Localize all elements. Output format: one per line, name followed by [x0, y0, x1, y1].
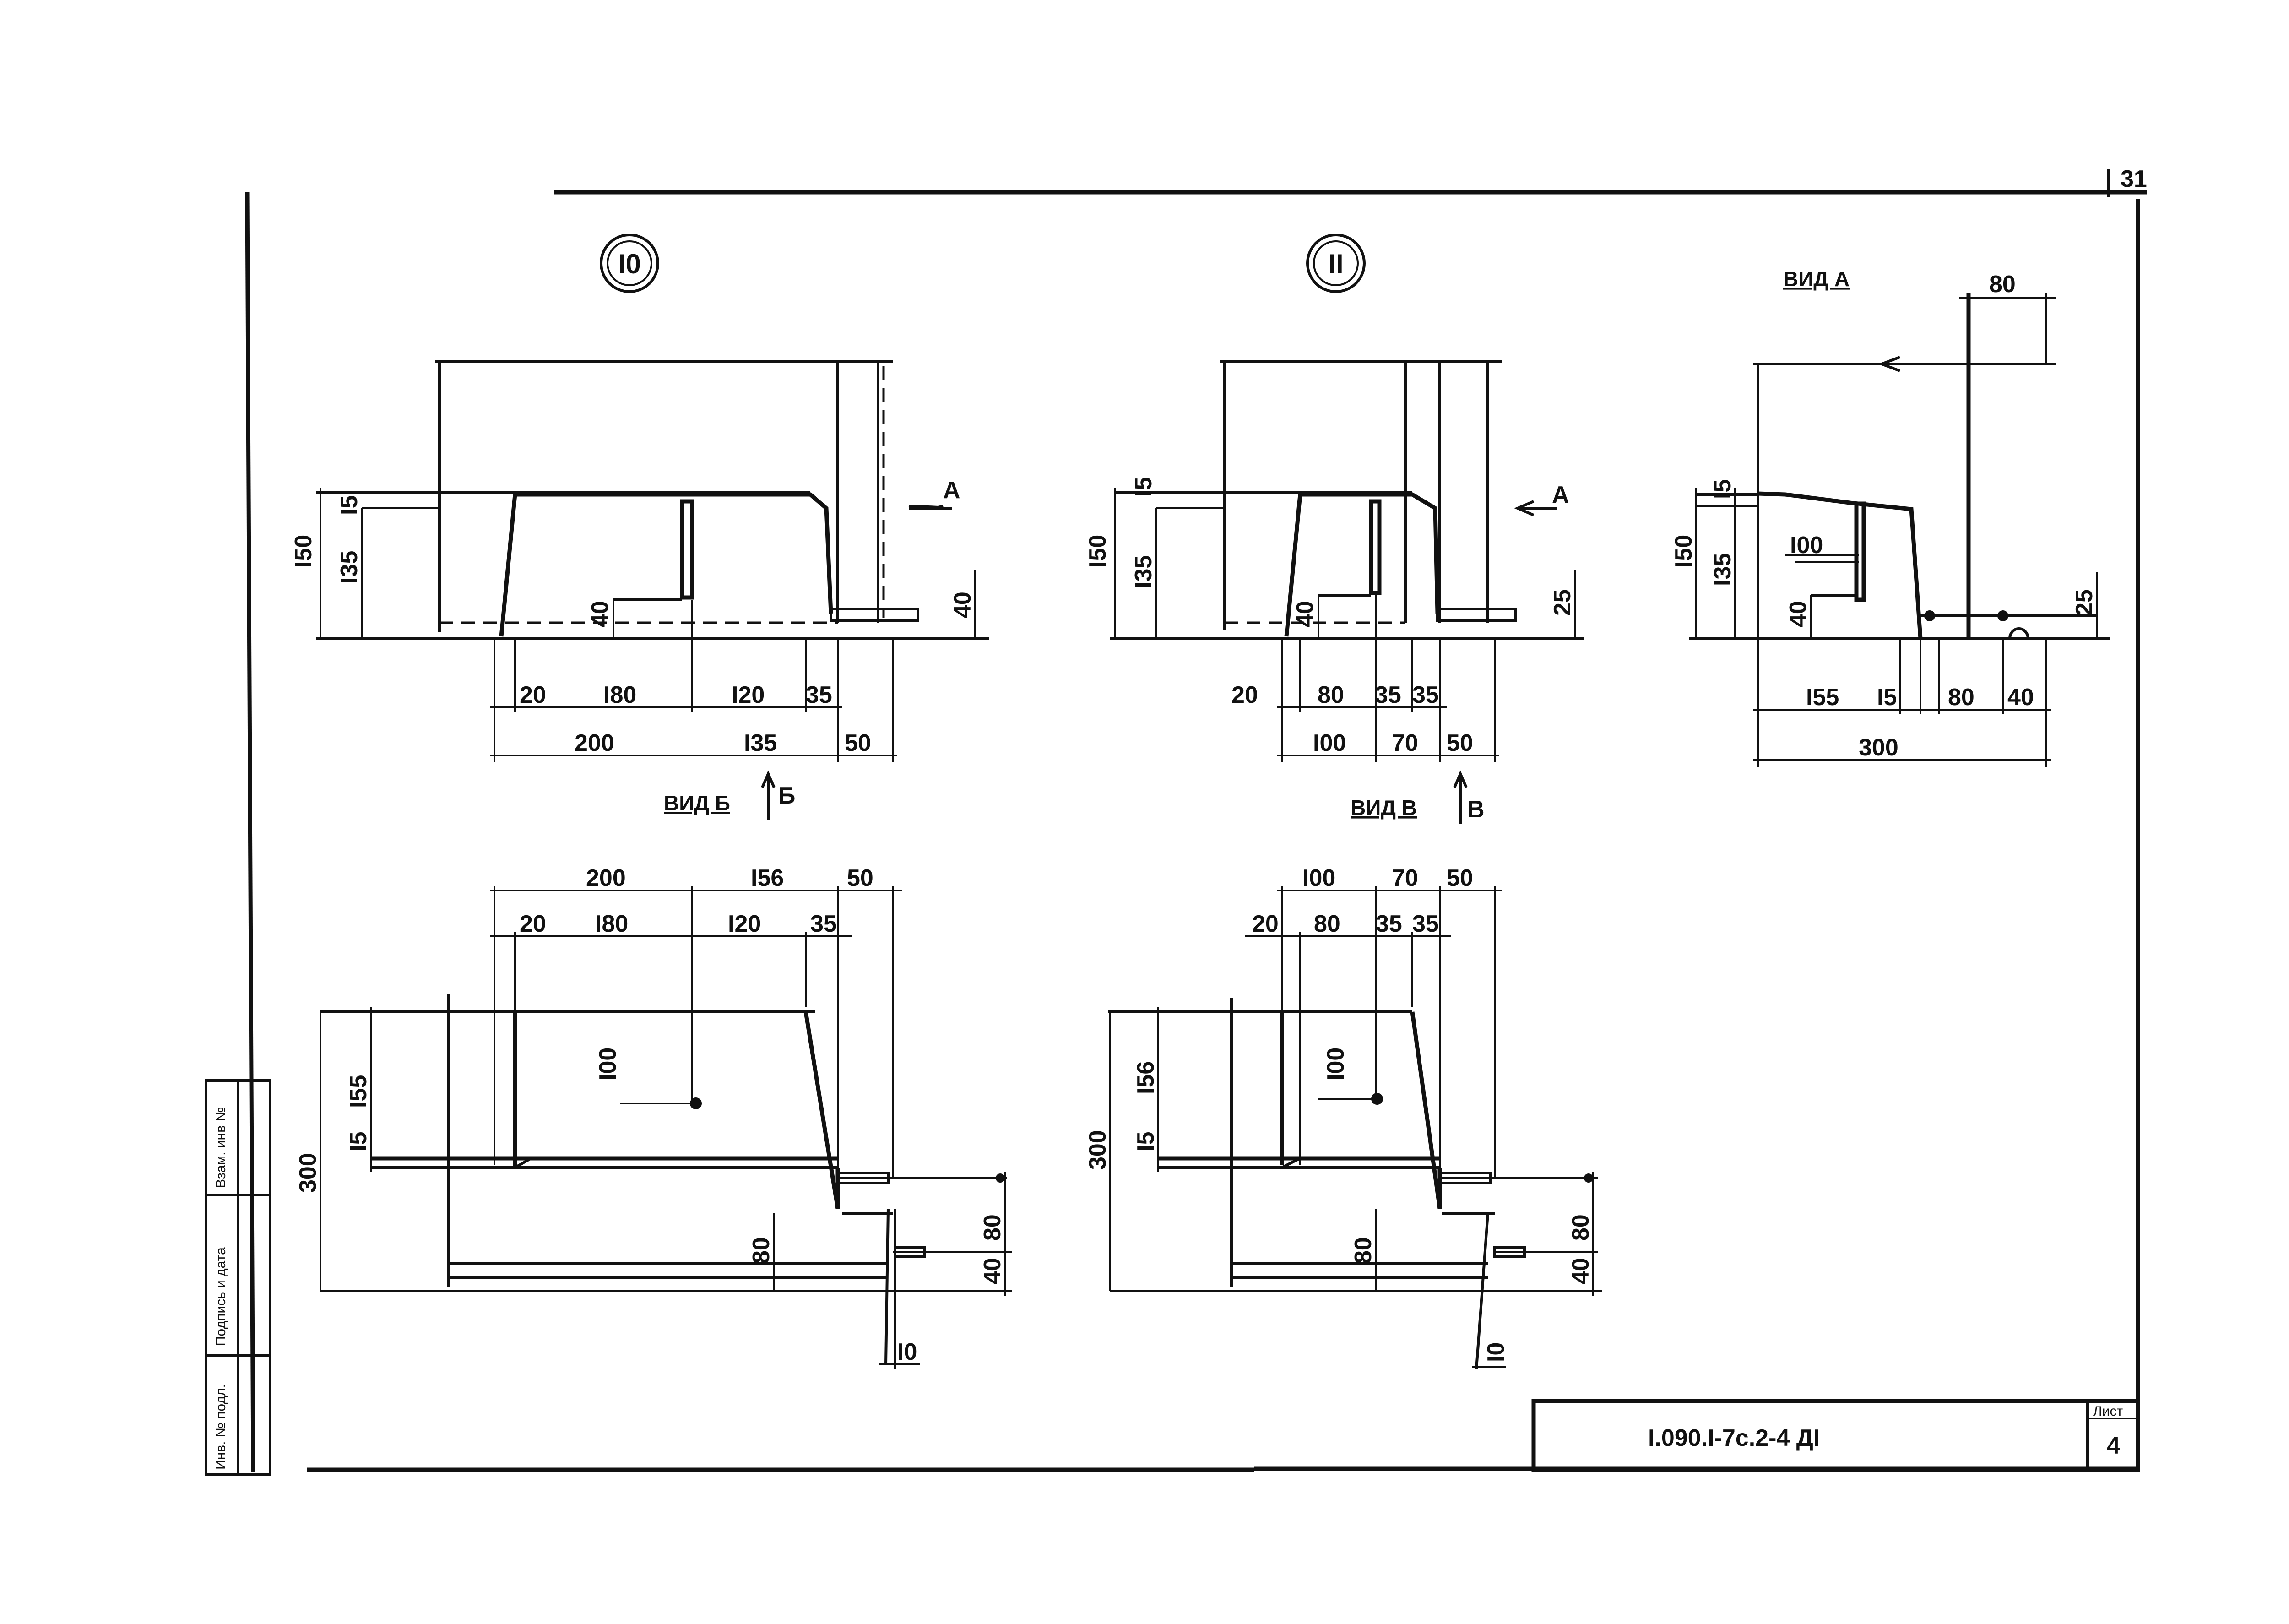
- viewa-dim-300: 300: [1859, 734, 1898, 761]
- n10p-dim-100: I00: [595, 1048, 621, 1081]
- sheet-number: 4: [2107, 1433, 2120, 1459]
- n10-dim-150: I50: [290, 535, 317, 568]
- n10p-dim-155: I55: [345, 1075, 372, 1108]
- view-a-title: ВИД А: [1783, 267, 1850, 291]
- n10-dim-40: 40: [587, 601, 613, 627]
- n10p-dim-180: I80: [595, 911, 628, 937]
- node10-view-b-title: ВИД Б: [664, 791, 730, 815]
- n10-dim-20: 20: [520, 682, 546, 708]
- callout-10: I0: [600, 234, 659, 293]
- node11-elevation: А I50 I35 I5 40 25 20 80 35 35 I00 70 50…: [1085, 360, 1584, 824]
- viewa-dim-40: 40: [1785, 601, 1812, 627]
- n11p-dim-100: I00: [1302, 865, 1335, 891]
- n11-dim-50: 50: [1447, 730, 1473, 756]
- n10-dim-135: I35: [336, 551, 363, 584]
- n11-dim-20: 20: [1231, 682, 1258, 708]
- viewa-dim-155: I55: [1806, 684, 1839, 711]
- n11-dim-100: I00: [1313, 730, 1346, 756]
- stamp-inv-no: Инв. № подл.: [213, 1384, 228, 1470]
- stamp-signature-date: Подпись и дата: [213, 1247, 228, 1346]
- viewa-dim-150: I50: [1671, 535, 1697, 568]
- n10p-dim-10: I0: [897, 1339, 917, 1365]
- n10p-dim-80a: 80: [748, 1237, 775, 1264]
- n11-dim-40: 40: [1292, 601, 1318, 627]
- n10p-dim-35: 35: [810, 911, 837, 937]
- node11-arrow-v: В: [1467, 796, 1485, 823]
- n10p-dim-200: 200: [586, 865, 626, 891]
- n11p-dim-35b: 35: [1412, 911, 1439, 937]
- node11-plan: I00 70 50 20 80 35 35 300 I56 I5 I00 80 …: [1085, 865, 1602, 1369]
- frame-left: [245, 192, 255, 1472]
- n10p-dim-40: 40: [979, 1258, 1006, 1284]
- n10p-dim-156: I56: [751, 865, 784, 891]
- document-code: I.090.I-7c.2-4 ДI: [1648, 1425, 1820, 1451]
- stamp-replace-inv: Взам. инв №: [213, 1107, 228, 1188]
- n10p-dim-80: 80: [979, 1214, 1006, 1241]
- n11p-dim-40: 40: [1568, 1258, 1594, 1284]
- n11p-dim-156: I56: [1133, 1061, 1159, 1094]
- viewa-dim-135: I35: [1709, 553, 1736, 586]
- viewa-dim-100: I00: [1790, 532, 1823, 559]
- n11-dim-15: I5: [1130, 477, 1157, 497]
- title-block: I.090.I-7c.2-4 ДI Лист 4: [1531, 1399, 2140, 1472]
- viewa-dim-80-top: 80: [1989, 271, 2016, 298]
- n10-dim-180: I80: [603, 682, 636, 708]
- n11p-dim-80: 80: [1568, 1214, 1594, 1241]
- n11p-dim-50: 50: [1447, 865, 1473, 891]
- node10-arrow-a: А: [943, 477, 960, 504]
- view-a: ВИД А 80 I50 I35 I5 40: [1671, 267, 2110, 767]
- n11-dim-135: I35: [1130, 555, 1157, 588]
- n11p-dim-15: I5: [1133, 1132, 1159, 1151]
- n11-dim-70: 70: [1392, 730, 1418, 756]
- page-corner-number: 31: [2121, 166, 2147, 192]
- n10p-dim-300: 300: [295, 1153, 321, 1193]
- node11-arrow-a: А: [1552, 482, 1569, 508]
- n10-dim-right-40: 40: [949, 592, 976, 618]
- n10p-dim-15: I5: [345, 1132, 372, 1151]
- n10-dim-120: I20: [732, 682, 765, 708]
- viewa-dim-15: I5: [1709, 479, 1736, 499]
- viewa-dim-80: 80: [1948, 684, 1974, 711]
- side-stamp: Инв. № подл. Подпись и дата Взам. инв №: [205, 1079, 271, 1476]
- node10-plan: 200 I56 50 20 I80 I20 35 300 I55 I5 I00 …: [295, 865, 1012, 1369]
- callout-10-label: I0: [618, 249, 641, 279]
- n11p-dim-80: 80: [1314, 911, 1340, 937]
- n10-dim-50: 50: [845, 730, 871, 756]
- node10-arrow-b: Б: [778, 782, 795, 809]
- node10-elevation: А I50 I35 I5 40 40 20 I80 I20 35 200 I35…: [290, 360, 989, 820]
- n11p-dim-100b: I00: [1323, 1048, 1349, 1081]
- n11p-dim-300: 300: [1085, 1130, 1111, 1170]
- n10p-dim-120: I20: [728, 911, 761, 937]
- n10-dim-135b: I35: [744, 730, 777, 756]
- n10-dim-200: 200: [575, 730, 614, 756]
- node11-view-v-title: ВИД В: [1351, 796, 1417, 820]
- n11-dim-right-25: 25: [1549, 589, 1576, 616]
- sheet-label: Лист: [2093, 1404, 2123, 1419]
- n10p-dim-20: 20: [520, 911, 546, 937]
- n11p-dim-20: 20: [1252, 911, 1279, 937]
- viewa-dim-40b: 40: [2007, 684, 2034, 711]
- n11p-dim-80a: 80: [1350, 1237, 1377, 1264]
- callout-11-label: II: [1328, 249, 1343, 279]
- callout-11: II: [1306, 234, 1366, 293]
- n11p-dim-10: I0: [1483, 1342, 1509, 1362]
- n11p-dim-70: 70: [1392, 865, 1418, 891]
- n11-dim-80: 80: [1318, 682, 1344, 708]
- viewa-dim-15b: I5: [1877, 684, 1897, 711]
- n11-dim-150: I50: [1085, 535, 1111, 568]
- n11p-dim-35a: 35: [1376, 911, 1402, 937]
- n11-dim-35b: 35: [1412, 682, 1439, 708]
- n10-dim-15: I5: [336, 495, 363, 515]
- sheet-frame: 31: [245, 166, 2147, 1472]
- n11-dim-35a: 35: [1375, 682, 1401, 708]
- n10-dim-35: 35: [806, 682, 832, 708]
- viewa-dim-25: 25: [2071, 589, 2098, 616]
- n10p-dim-50: 50: [847, 865, 873, 891]
